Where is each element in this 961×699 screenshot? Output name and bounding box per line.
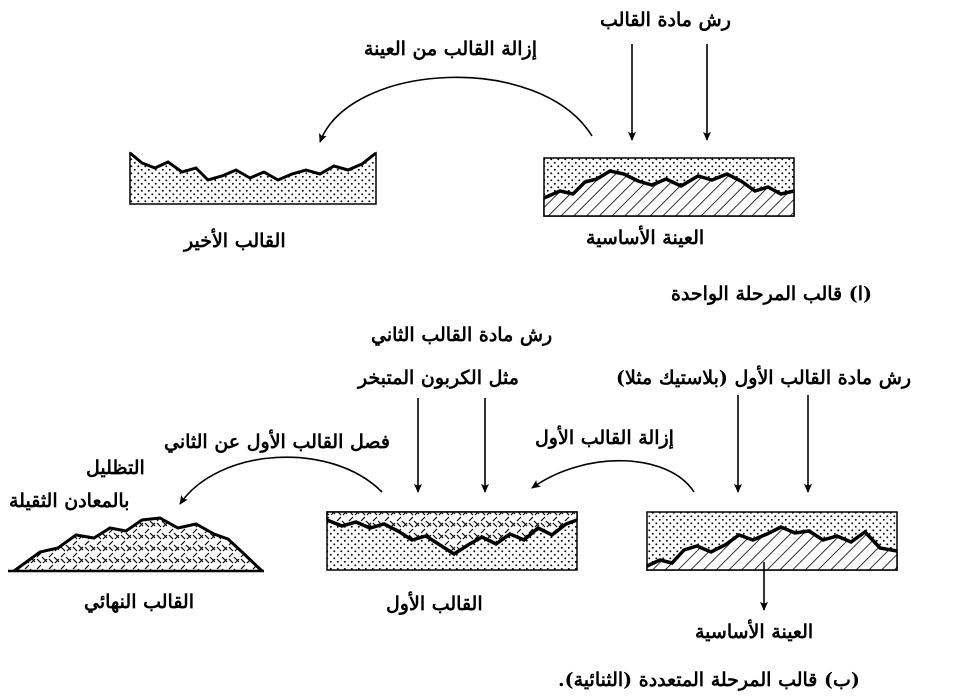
separate-label: فصل القالب الأول عن الثاني <box>164 431 390 453</box>
spray-second-label-line2: مثل الكربون المتبخر <box>358 367 519 389</box>
original-sample-label-a: العينة الأساسية <box>586 227 705 249</box>
spray-template-label: رش مادة القالب <box>600 9 731 31</box>
removal-arc-a <box>319 76 593 143</box>
single-stage-section <box>129 44 795 217</box>
original-sample-a <box>543 157 795 217</box>
spray-second-label-line1: رش مادة القالب الثاني <box>371 324 553 346</box>
final-replica-label-a: القالب الأخير <box>184 230 286 252</box>
caption-b: (ب) قالب المرحلة المتعددة (الثنائية). <box>558 669 860 691</box>
multi-stage-section <box>8 395 898 611</box>
separate-arc <box>179 456 383 505</box>
shadowing-label-line2: بالمعادن الثقيلة <box>9 490 130 512</box>
spray-first-label: رش مادة القالب الأول (بلاستيك مثلا) <box>616 367 912 389</box>
caption-a: (ا) قالب المرحلة الواحدة <box>671 283 873 305</box>
remove-first-label: إزالة القالب الأول <box>535 427 674 449</box>
first-replica-label-b: القالب الأول <box>386 593 483 615</box>
shadowing-label-line1: التظليل <box>86 457 145 479</box>
first-replica-b <box>326 511 578 571</box>
final-replica-b <box>8 516 264 573</box>
final-replica-label-b: القالب النهائي <box>84 591 195 613</box>
remove-first-arc <box>531 459 695 493</box>
original-sample-label-b: العينة الأساسية <box>695 621 814 643</box>
remove-replica-label: إزالة القالب من العينة <box>364 38 537 60</box>
final-replica-a <box>129 151 377 205</box>
original-sample-b <box>646 511 898 611</box>
